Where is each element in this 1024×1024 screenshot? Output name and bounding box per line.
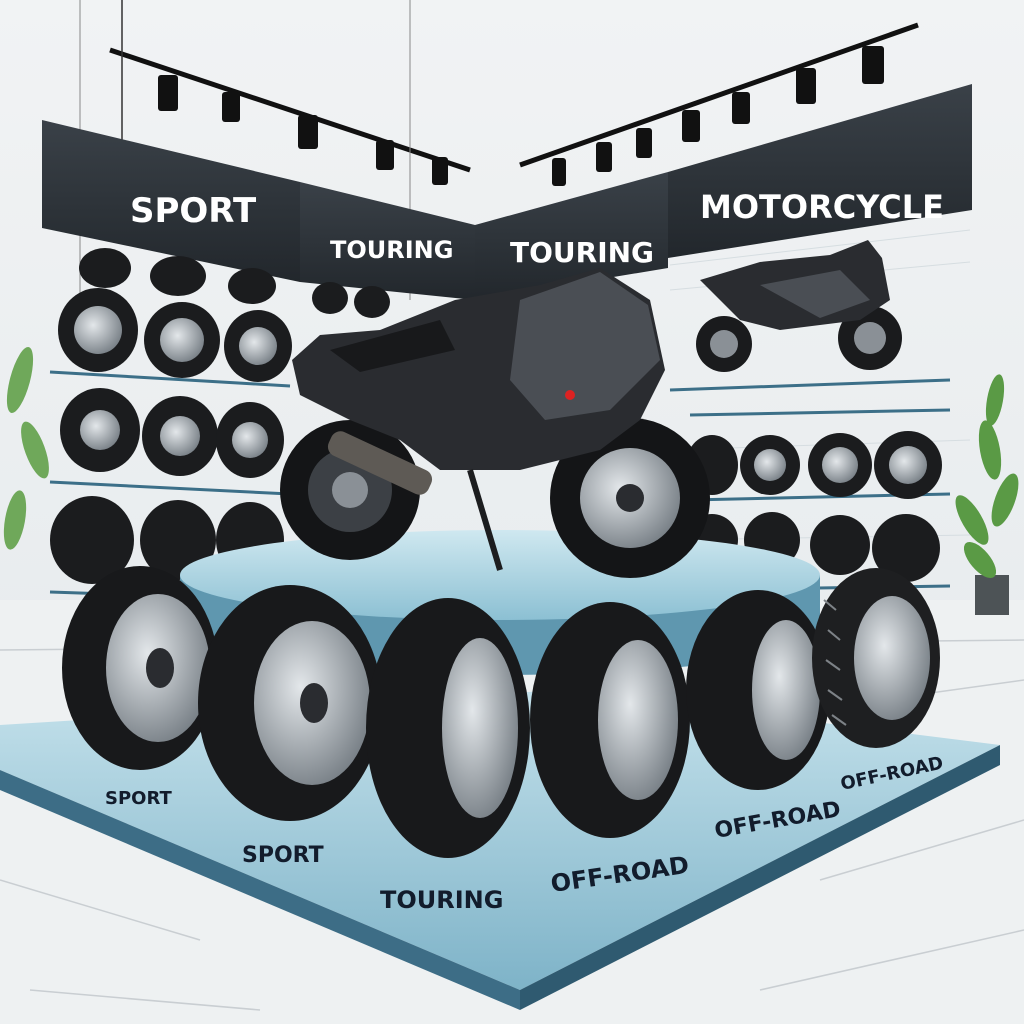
sign-touring-left-text: TOURING [330,236,453,264]
sign-motorcycle-text: MOTORCYCLE [700,188,944,226]
tire-label-sport-1: SPORT [105,788,173,809]
motorcycle-icon [696,240,902,372]
wall-rims-right [754,446,927,484]
sign-touring-right-text: TOURING [510,236,654,269]
tire-label-sport-2: SPORT [242,843,324,868]
sign-board-touring-right: TOURING [475,172,668,300]
tire-icon [62,566,940,858]
sign-board-touring-left: TOURING [300,182,475,300]
sign-sport-text: SPORT [130,191,257,231]
sign-board-sport: SPORT [42,120,300,282]
sign-board-motorcycle: MOTORCYCLE [668,84,972,258]
wall-rims-left [74,306,277,458]
main-motorcycle [280,268,710,578]
tire-label-touring: TOURING [380,886,503,914]
wall-tires-left [50,248,390,584]
plant-icon [3,347,1019,615]
